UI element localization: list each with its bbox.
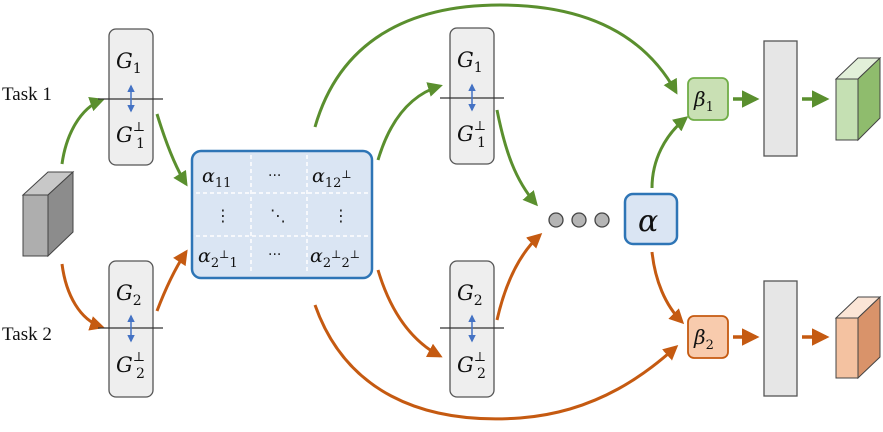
beta1-box: β1 [687, 77, 729, 121]
matrix-a21-sub2: 1 [229, 256, 237, 271]
arrow-g2r-to-dots [495, 232, 543, 321]
arrow-matrix-to-g1-right [376, 82, 443, 161]
g1r-symbol: G [457, 48, 474, 72]
g2-box-left: G2 G⊥2 [98, 260, 163, 398]
matrix-a11-sub: 11 [215, 176, 232, 191]
matrix-a12-sup: ⊥ [341, 168, 351, 181]
beta2-symbol: β [693, 325, 706, 349]
svg-text:G1: G1 [457, 48, 483, 76]
g1r-perp-sub: 1 [477, 135, 486, 151]
g2-subscript: 2 [133, 293, 142, 309]
g2-perp-symbol: G [116, 353, 133, 377]
svg-text:G1: G1 [116, 49, 142, 77]
matrix-a22-sub1: 2 [323, 256, 331, 271]
alpha-symbol: α [638, 204, 658, 239]
svg-text:α2⊥1: α2⊥1 [198, 245, 238, 271]
matrix-a21-sup: ⊥ [219, 248, 229, 261]
matrix-a21: α [198, 245, 211, 267]
ellipsis-dots [548, 212, 610, 228]
arrow-g1-to-matrix [155, 113, 188, 187]
g1r-perp-sup: ⊥ [474, 119, 486, 134]
arrow-alpha-to-beta2 [650, 251, 685, 325]
layer-task2 [763, 280, 798, 397]
g2-box-right: G2 G⊥2 [440, 260, 504, 398]
g1r-subscript: 1 [474, 60, 483, 76]
g1-box-left: G1 G⊥1 [98, 28, 163, 166]
svg-text:G⊥2: G⊥2 [457, 350, 486, 382]
arrow-g2-to-matrix [155, 249, 188, 312]
g2-perp-sup: ⊥ [133, 350, 145, 365]
g2r-perp-sup: ⊥ [474, 350, 486, 365]
g1-perp-sup: ⊥ [133, 120, 145, 135]
svg-text:β1: β1 [693, 87, 714, 115]
arrow-g1r-to-dots [495, 109, 538, 207]
svg-text:α11: α11 [202, 165, 231, 191]
matrix-a22: α [310, 245, 323, 267]
svg-text:G2: G2 [457, 281, 483, 309]
matrix-a21-sub1: 2 [211, 256, 219, 271]
arrow-input-to-g2 [60, 263, 105, 331]
beta2-box: β2 [687, 315, 729, 359]
input-cube [21, 170, 75, 258]
svg-text:G⊥1: G⊥1 [116, 120, 145, 152]
g2-perp-sub: 2 [136, 366, 145, 382]
matrix-a11: α [202, 165, 215, 187]
output-cube-task2 [834, 295, 882, 380]
g2r-perp-symbol: G [457, 353, 474, 377]
matrix-a22-sub2: 2 [341, 256, 349, 271]
matrix-a22-sup1: ⊥ [331, 248, 341, 261]
matrix-vdots-left: ⋮ [215, 206, 231, 225]
arrow-matrix-to-g2-right [376, 269, 443, 358]
output-cube-task1 [834, 56, 882, 142]
matrix-bottom-dots: ··· [268, 247, 281, 263]
g2r-subscript: 2 [474, 293, 483, 309]
svg-text:α12⊥: α12⊥ [312, 165, 352, 191]
matrix-a12: α [312, 165, 325, 187]
matrix-ddots: ⋱ [270, 206, 286, 225]
g1r-perp-symbol: G [457, 122, 474, 146]
task2-label: Task 2 [2, 324, 52, 345]
arrow-bypass-bottom [313, 304, 679, 421]
g2r-symbol: G [457, 281, 474, 305]
svg-text:β2: β2 [693, 325, 714, 353]
beta1-sub: 1 [706, 100, 714, 115]
layer-task1 [763, 40, 798, 157]
svg-text:G⊥1: G⊥1 [457, 119, 486, 151]
alpha-box: α [623, 192, 679, 246]
alpha-matrix: α11 ··· α12⊥ ⋮ ⋱ ⋮ α2⊥1 ··· α2⊥2⊥ [190, 149, 374, 280]
g2-symbol: G [116, 281, 133, 305]
beta2-sub: 2 [706, 338, 714, 353]
task1-label: Task 1 [2, 84, 52, 105]
g1-symbol: G [116, 49, 133, 73]
matrix-a22-sup2: ⊥ [350, 248, 360, 261]
arrow-input-to-g1 [60, 97, 105, 165]
svg-text:α2⊥2⊥: α2⊥2⊥ [310, 245, 360, 271]
g2r-perp-sub: 2 [477, 366, 486, 382]
svg-text:G2: G2 [116, 281, 142, 309]
svg-text:G⊥2: G⊥2 [116, 350, 145, 382]
g1-perp-symbol: G [116, 123, 133, 147]
matrix-top-dots: ··· [268, 168, 281, 184]
arrow-alpha-to-beta1 [650, 116, 689, 189]
arrow-bypass-top [313, 3, 678, 128]
g1-box-right: G1 G⊥1 [440, 27, 504, 165]
g1-subscript: 1 [133, 61, 142, 77]
beta1-symbol: β [693, 87, 706, 111]
matrix-a12-sub: 12 [325, 176, 342, 191]
matrix-vdots-right: ⋮ [333, 206, 349, 225]
g1-perp-sub: 1 [136, 136, 145, 152]
